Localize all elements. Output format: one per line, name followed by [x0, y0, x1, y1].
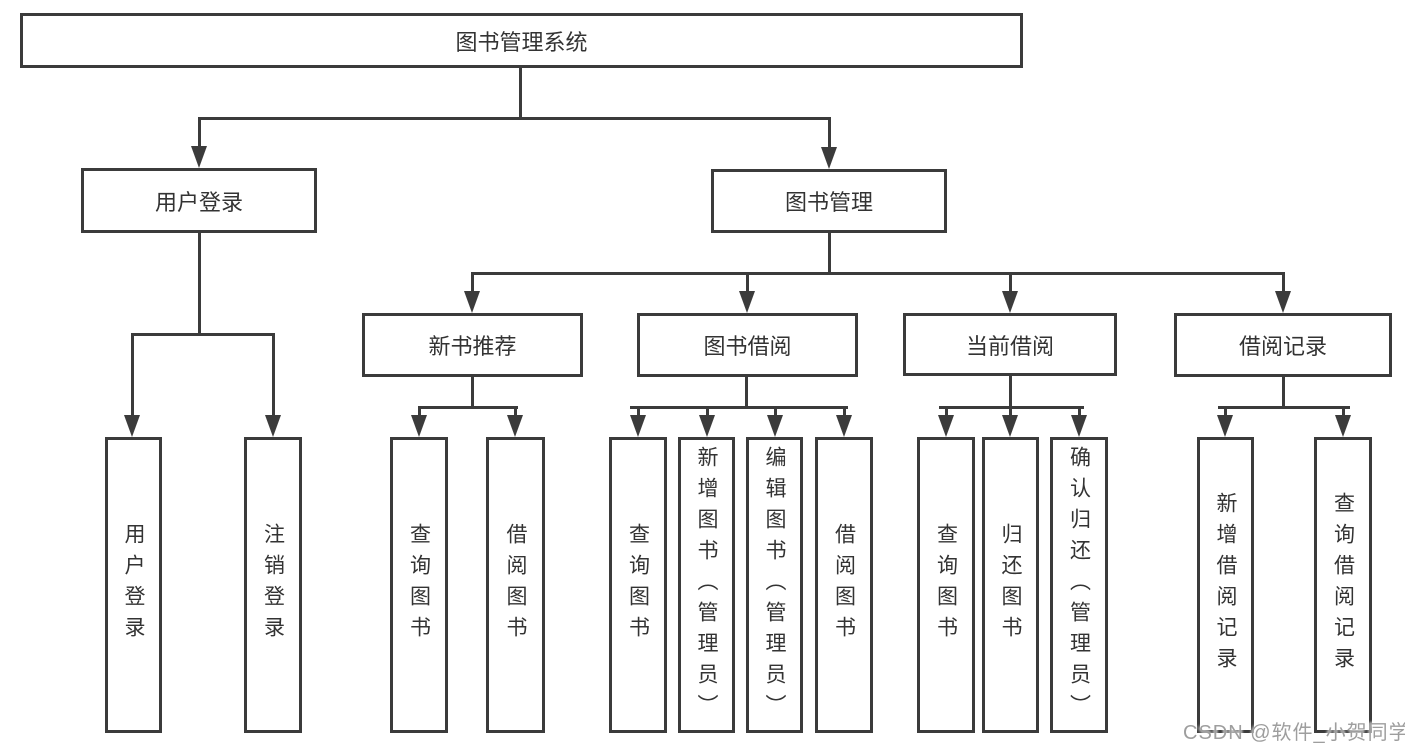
leaf-return-book: 归还图书	[982, 437, 1039, 733]
arrow-head	[767, 415, 783, 437]
connector-stem	[706, 406, 709, 417]
arrow-head	[124, 415, 140, 437]
connector-rail	[418, 406, 518, 409]
connector-root-stub	[519, 68, 522, 118]
leaf-label: 确认归还（管理员）	[1067, 445, 1091, 725]
connector-stem	[637, 406, 640, 417]
arrow-head	[1002, 415, 1018, 437]
leaf-query-books: 查询图书	[917, 437, 975, 733]
arrow-head	[699, 415, 715, 437]
leaf-user-login: 用户登录	[105, 437, 162, 733]
leaf-label: 归还图书	[999, 523, 1022, 647]
node-library-management-system: 图书管理系统	[20, 13, 1023, 68]
arrow-head	[821, 147, 837, 169]
leaf-query-books: 查询图书	[609, 437, 667, 733]
leaf-label: 查询图书	[626, 523, 650, 647]
leaf-edit-book-admin: 编辑图书（管理员）	[746, 437, 803, 733]
connector-level3-rail	[471, 272, 1284, 275]
arrow-head	[265, 415, 281, 437]
connector-stub	[745, 377, 748, 408]
connector-stub	[198, 233, 201, 336]
connector-stem	[945, 406, 948, 417]
connector-stem	[418, 406, 421, 417]
connector-level1-rail	[198, 117, 830, 120]
leaf-label: 查询借阅记录	[1331, 492, 1355, 678]
watermark: CSDN @软件_小贺同学	[1183, 722, 1405, 744]
connector-stub	[471, 377, 474, 408]
connector-stem	[1224, 406, 1227, 417]
leaf-logout: 注销登录	[244, 437, 302, 733]
arrow-head	[464, 291, 480, 313]
connector-stub	[1282, 377, 1285, 408]
arrow-head	[836, 415, 852, 437]
leaf-confirm-return-admin: 确认归还（管理员）	[1050, 437, 1108, 733]
arrow-head	[1002, 291, 1018, 313]
connector-stem	[1009, 406, 1012, 417]
connector-stem	[774, 406, 777, 417]
connector-stub	[1009, 376, 1012, 408]
connector-stem	[514, 406, 517, 417]
connector-stem	[1009, 272, 1012, 293]
connector-stem	[746, 272, 749, 293]
connector-stem	[1282, 272, 1285, 293]
connector-rail	[1218, 406, 1350, 409]
arrow-head	[938, 415, 954, 437]
leaf-label: 用户登录	[122, 523, 145, 647]
leaf-query-books: 查询图书	[390, 437, 448, 733]
leaf-add-book-admin: 新增图书（管理员）	[678, 437, 735, 733]
leaf-label: 查询图书	[407, 523, 431, 647]
leaf-label: 编辑图书（管理员）	[763, 445, 786, 725]
arrow-head	[507, 415, 523, 437]
node-book-borrowing: 图书借阅	[637, 313, 858, 377]
node-book-management: 图书管理	[711, 169, 947, 233]
arrow-head	[630, 415, 646, 437]
leaf-borrow-books: 借阅图书	[486, 437, 545, 733]
leaf-query-borrow-record: 查询借阅记录	[1314, 437, 1372, 733]
leaf-label: 新增借阅记录	[1214, 492, 1237, 678]
connector-stem	[131, 333, 134, 417]
arrow-head	[1217, 415, 1233, 437]
leaf-label: 查询图书	[934, 523, 958, 647]
arrow-head	[411, 415, 427, 437]
arrow-head	[1275, 291, 1291, 313]
node-borrow-records: 借阅记录	[1174, 313, 1392, 377]
leaf-label: 新增图书（管理员）	[695, 445, 718, 725]
connector-stem	[828, 117, 831, 148]
connector-stem	[1078, 406, 1081, 417]
connector-stem	[1342, 406, 1345, 417]
node-new-book-recommend: 新书推荐	[362, 313, 583, 377]
connector-stub	[828, 233, 831, 275]
connector-stem	[843, 406, 846, 417]
node-current-borrowing: 当前借阅	[903, 313, 1117, 376]
leaf-label: 借阅图书	[504, 523, 527, 647]
leaf-label: 借阅图书	[832, 523, 856, 647]
arrow-head	[1071, 415, 1087, 437]
connector-stem	[198, 117, 201, 148]
leaf-label: 注销登录	[261, 523, 285, 647]
arrow-head	[739, 291, 755, 313]
leaf-borrow-books: 借阅图书	[815, 437, 873, 733]
connector-rail	[131, 333, 275, 336]
connector-rail	[630, 406, 848, 409]
connector-stem	[471, 272, 474, 293]
arrow-head	[191, 146, 207, 168]
leaf-add-borrow-record: 新增借阅记录	[1197, 437, 1254, 733]
connector-stem	[272, 333, 275, 417]
node-user-login: 用户登录	[81, 168, 317, 233]
arrow-head	[1335, 415, 1351, 437]
